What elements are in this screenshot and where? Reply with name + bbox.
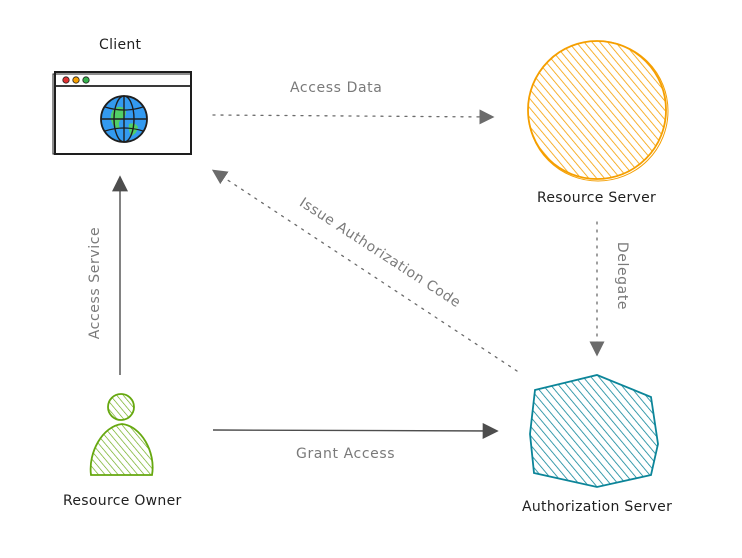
authorization-server-label: Authorization Server: [522, 499, 673, 515]
client-node: [52, 71, 192, 155]
grant-access-arrow: [212, 422, 499, 439]
access-data-label: Access Data: [290, 80, 383, 96]
issue-code-arrow: [211, 169, 518, 372]
delegate-label: Delegate: [614, 241, 630, 311]
resource-server-label: Resource Server: [537, 190, 657, 206]
access-service-label: Access Service: [87, 226, 103, 340]
access-data-arrow: [212, 109, 495, 125]
globe-icon: [100, 95, 148, 143]
resource-server-node: [527, 40, 669, 182]
person-icon: [89, 393, 154, 476]
resource-owner-label: Resource Owner: [63, 493, 182, 509]
grant-access-label: Grant Access: [296, 446, 396, 462]
authorization-server-node: [529, 374, 659, 488]
client-label: Client: [99, 37, 142, 53]
